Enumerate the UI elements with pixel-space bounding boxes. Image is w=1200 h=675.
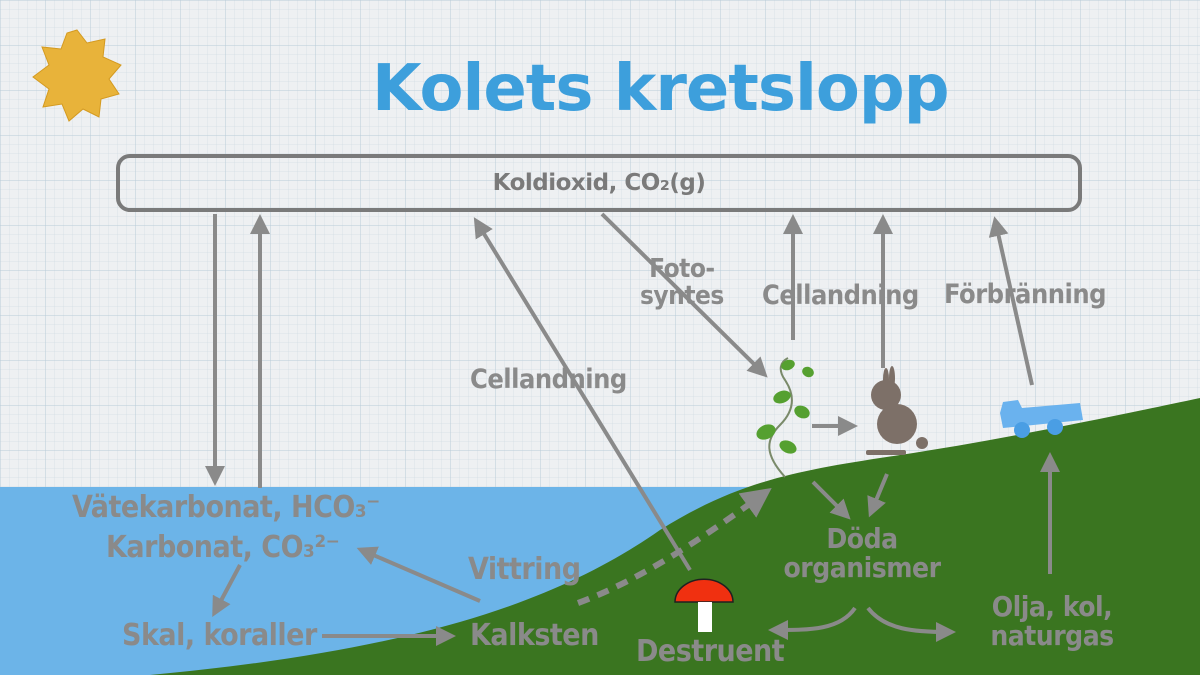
label-bicarbonate: Vätekarbonat, HCO₃⁻ <box>72 490 380 525</box>
arrow-combustion <box>988 216 1034 386</box>
land-area <box>150 398 1200 675</box>
label-photosynthesis-line2: syntes <box>640 281 724 312</box>
label-dead-line2: organismer <box>783 551 941 585</box>
arrow-limestone-uplift <box>576 487 772 606</box>
label-dead-organisms: Döda organismer <box>782 524 942 583</box>
arrow-plant-to-dead <box>811 480 851 520</box>
arrow-decomposer-respiration <box>473 217 692 572</box>
label-limestone: Kalksten <box>470 618 599 653</box>
arrow-photosynthesis <box>600 212 768 378</box>
arrow-animal-to-dead <box>867 473 889 518</box>
atmosphere-co2-box: Koldioxid, CO₂(g) <box>116 154 1082 212</box>
sun-icon <box>32 29 122 122</box>
label-photosynthesis: Foto- syntes <box>640 254 724 312</box>
arrow-weathering <box>356 546 481 603</box>
arrow-carbonate-to-shells <box>212 564 242 618</box>
rabbit-icon <box>866 366 928 455</box>
label-decomposer: Destruent <box>636 634 785 669</box>
label-fossil-line2: naturgas <box>990 619 1114 653</box>
label-combustion: Förbränning <box>944 279 1107 310</box>
label-carbonate: Karbonat, CO₃²⁻ <box>106 530 340 565</box>
label-fossil-line1: Olja, kol, <box>991 590 1113 623</box>
label-respiration-decomposer: Cellandning <box>470 364 627 395</box>
label-fossil-fuels: Olja, kol, naturgas <box>980 592 1124 651</box>
label-dead-line1: Döda <box>826 522 898 555</box>
label-shells-corals: Skal, koraller <box>122 618 317 653</box>
arrow-dead-to-decomposer <box>768 606 857 640</box>
label-respiration-land: Cellandning <box>762 280 919 311</box>
mushroom-icon <box>674 578 734 632</box>
truck-icon <box>1000 400 1083 438</box>
atmosphere-co2-label: Koldioxid, CO₂(g) <box>492 170 706 196</box>
diagram-title: Kolets kretslopp <box>372 52 949 126</box>
label-photosynthesis-line1: Foto- <box>649 254 715 284</box>
arrow-dead-to-fossil <box>866 606 956 642</box>
plant-icon <box>756 357 814 478</box>
label-weathering: Vittring <box>468 552 581 587</box>
